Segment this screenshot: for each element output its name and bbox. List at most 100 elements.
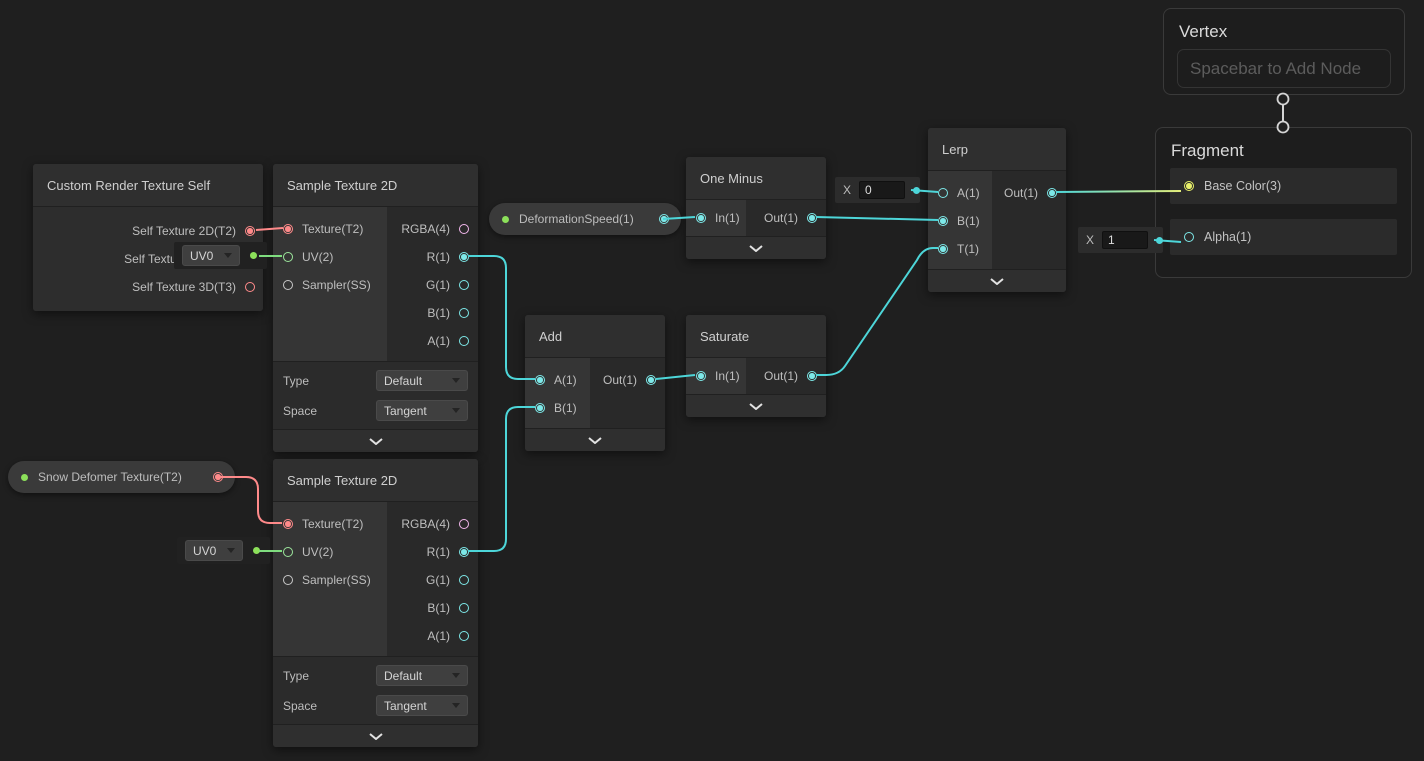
port-label: Texture(T2) (302, 517, 364, 531)
base-color-port[interactable] (1184, 181, 1194, 191)
a-in-port[interactable] (535, 375, 545, 385)
out-port[interactable] (646, 375, 656, 385)
fragment-title: Fragment (1171, 141, 1244, 160)
vertex-title: Vertex (1179, 22, 1228, 41)
port-label: B(1) (554, 401, 577, 415)
node-title: Sample Texture 2D (273, 459, 478, 502)
output-ports: Out(1) (590, 358, 665, 428)
a-out-port[interactable] (459, 631, 469, 641)
sampler-in-port[interactable] (283, 280, 293, 290)
chevron-down-icon (368, 437, 383, 445)
collapse-button[interactable] (928, 269, 1066, 292)
out-port[interactable] (1047, 188, 1057, 198)
port-label: A(1) (427, 334, 450, 348)
uv-channel-dropdown[interactable]: UV0 (185, 540, 243, 561)
a-in-port[interactable] (938, 188, 948, 198)
self-texture-2d-port[interactable] (245, 226, 255, 236)
rgba-out-port[interactable] (459, 224, 469, 234)
out-port[interactable] (807, 371, 817, 381)
output-ports: RGBA(4) R(1) G(1) B(1) A(1) (387, 502, 478, 656)
type-dropdown[interactable]: Default (376, 370, 468, 391)
fragment-row-alpha: Alpha(1) (1170, 219, 1397, 255)
caret-down-icon (452, 673, 460, 678)
add-node-placeholder[interactable]: Spacebar to Add Node (1177, 49, 1391, 88)
fragment-context[interactable]: Fragment Base Color(3) Alpha(1) (1155, 127, 1412, 278)
chevron-down-icon (749, 402, 763, 410)
property-snow-deformer-texture[interactable]: Snow Defomer Texture(T2) (8, 461, 235, 493)
uv-in-port[interactable] (283, 547, 293, 557)
type-label: Type (283, 668, 310, 683)
texture-in-port[interactable] (283, 224, 293, 234)
a-out-port[interactable] (459, 336, 469, 346)
input-ports: A(1) B(1) T(1) (928, 171, 992, 269)
port-label: R(1) (426, 545, 450, 559)
out-port[interactable] (807, 213, 817, 223)
b-out-port[interactable] (459, 603, 469, 613)
rgba-out-port[interactable] (459, 519, 469, 529)
node-add[interactable]: Add A(1) B(1) Out(1) (525, 315, 665, 451)
node-saturate[interactable]: Saturate In(1) Out(1) (686, 315, 826, 417)
property-out-port[interactable] (213, 472, 223, 482)
wire-origin-dot (1156, 236, 1164, 244)
space-dropdown[interactable]: Tangent (376, 695, 468, 716)
texture-in-port[interactable] (283, 519, 293, 529)
r-out-port[interactable] (459, 252, 469, 262)
g-out-port[interactable] (459, 280, 469, 290)
exposed-property-dot (21, 473, 28, 481)
g-out-port[interactable] (459, 575, 469, 585)
sampler-in-port[interactable] (283, 575, 293, 585)
stem-top-connector[interactable] (1276, 92, 1290, 106)
x-component-label: X (1086, 233, 1095, 247)
type-label: Type (283, 373, 310, 388)
in-port[interactable] (696, 213, 706, 223)
node-one-minus[interactable]: One Minus In(1) Out(1) (686, 157, 826, 259)
collapse-button[interactable] (686, 394, 826, 417)
property-deformation-speed[interactable]: DeformationSpeed(1) (489, 203, 681, 235)
port-label: G(1) (426, 278, 450, 292)
r-out-port[interactable] (459, 547, 469, 557)
port-label: Out(1) (1003, 186, 1038, 200)
port-label: A(1) (427, 629, 450, 643)
node-title: Lerp (928, 128, 1066, 171)
in-port[interactable] (696, 371, 706, 381)
chevron-down-icon (368, 732, 383, 740)
caret-down-icon (224, 253, 232, 258)
uv-channel-dropdown[interactable]: UV0 (182, 245, 240, 266)
collapse-button[interactable] (525, 428, 665, 451)
collapse-button[interactable] (686, 236, 826, 259)
edge-oneminus-out-to-lerp-b[interactable] (815, 216, 939, 221)
property-out-port[interactable] (659, 214, 669, 224)
x-value-input[interactable] (1102, 231, 1149, 249)
chevron-down-icon (749, 244, 763, 252)
node-title: Add (525, 315, 665, 358)
collapse-button[interactable] (273, 429, 478, 452)
t-in-port[interactable] (938, 244, 948, 254)
b-in-port[interactable] (535, 403, 545, 413)
space-dropdown[interactable]: Tangent (376, 400, 468, 421)
input-ports: Texture(T2) UV(2) Sampler(SS) (273, 502, 387, 656)
self-texture-3d-port[interactable] (245, 282, 255, 292)
node-sample-texture-2d-a[interactable]: Sample Texture 2D Texture(T2) UV(2) Samp… (273, 164, 478, 452)
port-label: B(1) (427, 601, 450, 615)
space-label: Space (283, 403, 318, 418)
edge-saturate-out-to-lerp-t[interactable] (816, 247, 938, 376)
b-in-port[interactable] (938, 216, 948, 226)
type-dropdown[interactable]: Default (376, 665, 468, 686)
caret-down-icon (227, 548, 235, 553)
vertex-context[interactable]: Vertex Spacebar to Add Node (1163, 8, 1405, 95)
node-lerp[interactable]: Lerp A(1) B(1) T(1) Out(1) (928, 128, 1066, 292)
alpha-port[interactable] (1184, 232, 1194, 242)
x-component-label: X (843, 183, 852, 197)
output-ports: RGBA(4) R(1) G(1) B(1) A(1) (387, 207, 478, 361)
collapse-button[interactable] (273, 724, 478, 747)
port-label: T(1) (957, 242, 979, 256)
x-value-input[interactable] (859, 181, 906, 199)
uv-in-port[interactable] (283, 252, 293, 262)
output-ports: Out(1) (746, 358, 826, 394)
input-ports: Texture(T2) UV(2) Sampler(SS) (273, 207, 387, 361)
chevron-down-icon (588, 436, 602, 444)
node-custom-render-texture-self[interactable]: Custom Render Texture Self Self Texture … (33, 164, 263, 311)
b-out-port[interactable] (459, 308, 469, 318)
node-sample-texture-2d-b[interactable]: Sample Texture 2D Texture(T2) UV(2) Samp… (273, 459, 478, 747)
